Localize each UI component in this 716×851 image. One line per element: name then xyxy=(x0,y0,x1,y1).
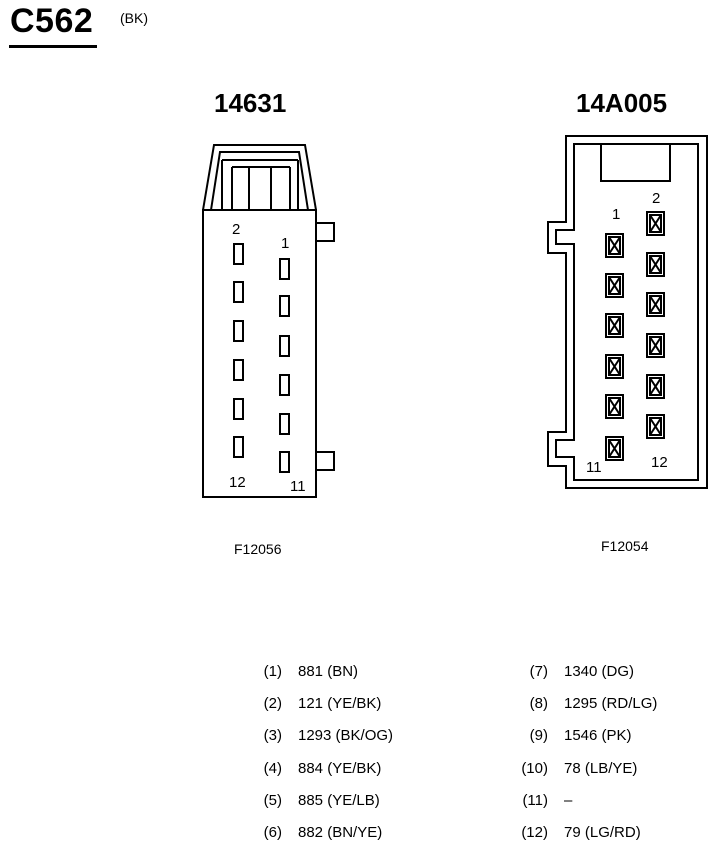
legend-circuit: 1293 (BK/OG) xyxy=(298,727,394,744)
legend-pin-number: (11) xyxy=(522,792,548,809)
terminal-2 xyxy=(646,211,665,236)
pin-label: 1 xyxy=(281,235,289,252)
pin-label: 2 xyxy=(232,221,240,238)
cavity-12 xyxy=(233,436,244,458)
legend-circuit: 1295 (RD/LG) xyxy=(564,695,658,712)
legend-circuit: 121 (YE/BK) xyxy=(298,695,382,712)
left-connector-tab-top xyxy=(315,222,335,242)
right-connector-diagram: 1 2 11 12 xyxy=(547,135,708,489)
cavity-7 xyxy=(279,374,290,396)
terminal-7 xyxy=(605,354,624,379)
legend-pin-number: (8) xyxy=(529,695,548,712)
legend-pin-number: (9) xyxy=(529,727,548,744)
legend-pin-number: (7) xyxy=(529,663,548,680)
cavity-1 xyxy=(279,258,290,280)
terminal-5 xyxy=(605,313,624,338)
legend-circuit: 885 (YE/LB) xyxy=(298,792,380,809)
cavity-5 xyxy=(279,335,290,357)
right-connector-body xyxy=(547,135,708,489)
pin-label: 2 xyxy=(652,190,660,207)
terminal-6 xyxy=(646,292,665,317)
terminal-3 xyxy=(605,273,624,298)
legend-circuit: 79 (LG/RD) xyxy=(564,824,641,841)
right-connector-key xyxy=(600,144,671,182)
cavity-9 xyxy=(279,413,290,435)
legend-pin-number: (2) xyxy=(263,695,282,712)
title-underline xyxy=(9,45,97,48)
legend-circuit: 1340 (DG) xyxy=(564,663,635,680)
cavity-2 xyxy=(233,243,244,265)
legend-circuit: 1546 (PK) xyxy=(564,727,632,744)
terminal-8 xyxy=(646,333,665,358)
cavity-8 xyxy=(233,359,244,381)
legend-pin-number: (10) xyxy=(521,760,548,777)
legend-pin-number: (6) xyxy=(263,824,282,841)
terminal-4 xyxy=(646,252,665,277)
legend-circuit: – xyxy=(564,792,573,809)
cavity-4 xyxy=(233,281,244,303)
left-figure-id: F12056 xyxy=(234,541,282,557)
left-connector-part-number: 14631 xyxy=(214,88,287,118)
terminal-9 xyxy=(605,394,624,419)
legend-circuit: 884 (YE/BK) xyxy=(298,760,382,777)
cavity-11 xyxy=(279,451,290,473)
legend-circuit: 78 (LB/YE) xyxy=(564,760,638,777)
left-connector-latch xyxy=(202,144,317,211)
terminal-1 xyxy=(605,233,624,258)
pin-label: 11 xyxy=(290,478,306,495)
left-connector-body xyxy=(202,209,317,498)
right-figure-id: F12054 xyxy=(601,538,649,554)
cavity-3 xyxy=(279,295,290,317)
pin-label: 1 xyxy=(612,206,620,223)
left-connector-diagram: 2 1 12 11 xyxy=(202,144,335,498)
legend-circuit: 881 (BN) xyxy=(298,663,359,680)
connector-color-code: (BK) xyxy=(120,10,148,26)
pin-label: 12 xyxy=(229,474,246,491)
terminal-12 xyxy=(646,414,665,439)
legend-pin-number: (4) xyxy=(263,760,282,777)
legend-pin-number: (5) xyxy=(263,792,282,809)
cavity-6 xyxy=(233,320,244,342)
legend-pin-number: (12) xyxy=(521,824,548,841)
legend-pin-number: (1) xyxy=(263,663,282,680)
pin-label: 12 xyxy=(651,454,668,471)
legend-circuit: 882 (BN/YE) xyxy=(298,824,383,841)
pin-label: 11 xyxy=(586,459,602,476)
terminal-10 xyxy=(646,374,665,399)
cavity-10 xyxy=(233,398,244,420)
connector-title: C562 xyxy=(10,2,94,40)
right-connector-part-number: 14A005 xyxy=(576,88,668,118)
terminal-11 xyxy=(605,436,624,461)
left-connector-tab-bottom xyxy=(315,451,335,471)
legend-pin-number: (3) xyxy=(263,727,282,744)
